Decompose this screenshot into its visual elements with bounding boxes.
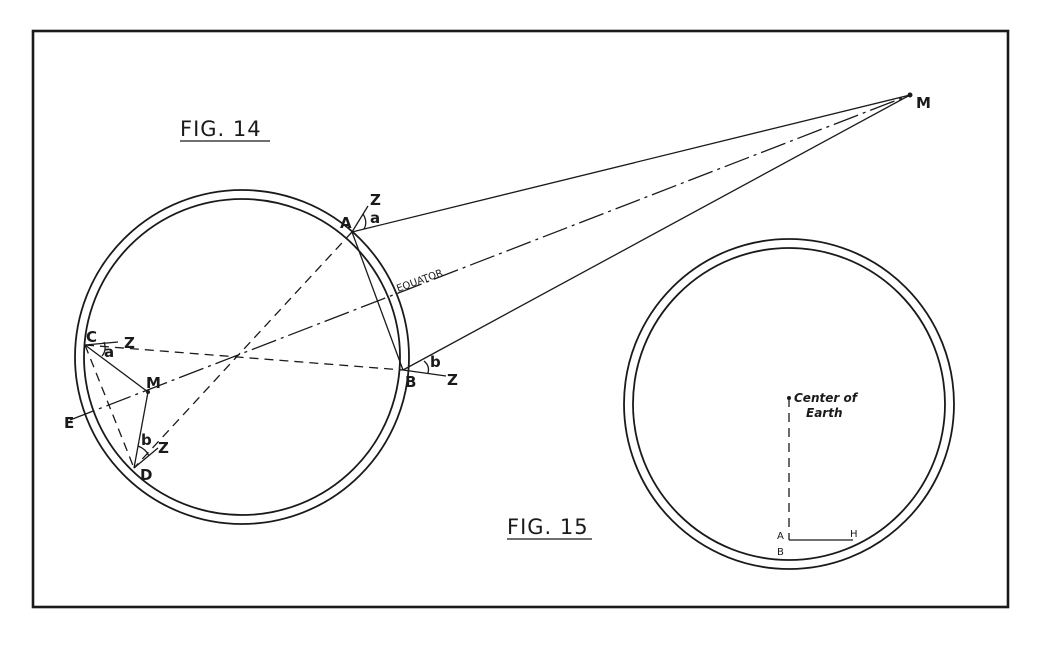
frame-border: [31, 29, 1010, 609]
chord-A-B: [351, 231, 404, 371]
label-a-left: a: [104, 343, 114, 361]
zenith-B: [402, 369, 447, 377]
line-A-to-M: [351, 94, 911, 233]
label-b-right: b: [430, 353, 441, 371]
zenith-D: [133, 447, 159, 469]
label-equator: EQUATOR: [395, 268, 444, 295]
arc-b-left: [137, 445, 150, 457]
label-B: B: [405, 373, 416, 391]
label-M-inner: M: [146, 374, 161, 392]
earth-inner-circle: [83, 198, 401, 516]
line-C-to-Minner: [84, 344, 149, 393]
label-D: D: [140, 466, 152, 484]
label-A15: A: [777, 531, 784, 542]
earth15-outer-circle: [623, 238, 955, 570]
earth15-inner-circle: [632, 247, 946, 561]
fig15-title: FIG. 15: [507, 515, 589, 539]
arc-b-right: [423, 360, 430, 374]
label-b-left: b: [141, 431, 152, 449]
label-center-line2: Earth: [806, 406, 843, 420]
point-M-far: [907, 92, 913, 98]
zenith-C: [84, 341, 119, 346]
label-B15: B: [777, 547, 784, 558]
label-H15: H: [850, 529, 858, 540]
equator-line: [69, 94, 911, 421]
label-C: C: [86, 328, 97, 346]
label-Z-lower: Z: [158, 439, 169, 457]
fig15: FIG. 15 Center of Earth A B H: [507, 238, 955, 570]
dashed-C-to-D: [84, 344, 135, 469]
line-B-to-M: [402, 94, 911, 371]
fig14: FIG. 14 M Z a A EQUATOR C Z a M E b Z D …: [64, 92, 931, 525]
point-M-inner: [146, 390, 150, 394]
label-Z-top: Z: [370, 191, 381, 209]
label-Z-right: Z: [447, 371, 458, 389]
label-E: E: [64, 414, 74, 432]
label-center-line1: Center of: [794, 391, 859, 405]
earth-outer-circle: [74, 189, 410, 525]
fig14-title: FIG. 14: [180, 117, 262, 141]
label-Z-left: Z: [124, 334, 135, 352]
dashed-C-to-B: [84, 344, 404, 371]
arc-a-top: [362, 213, 367, 230]
point-center: [787, 396, 791, 400]
arc-a-left: [101, 341, 106, 357]
label-a-top: a: [370, 209, 380, 227]
label-M-far: M: [916, 94, 931, 112]
line-Minner-to-D: [133, 391, 149, 469]
zenith-A: [351, 205, 369, 233]
label-A: A: [340, 214, 352, 232]
dashed-A-to-D: [133, 231, 353, 469]
